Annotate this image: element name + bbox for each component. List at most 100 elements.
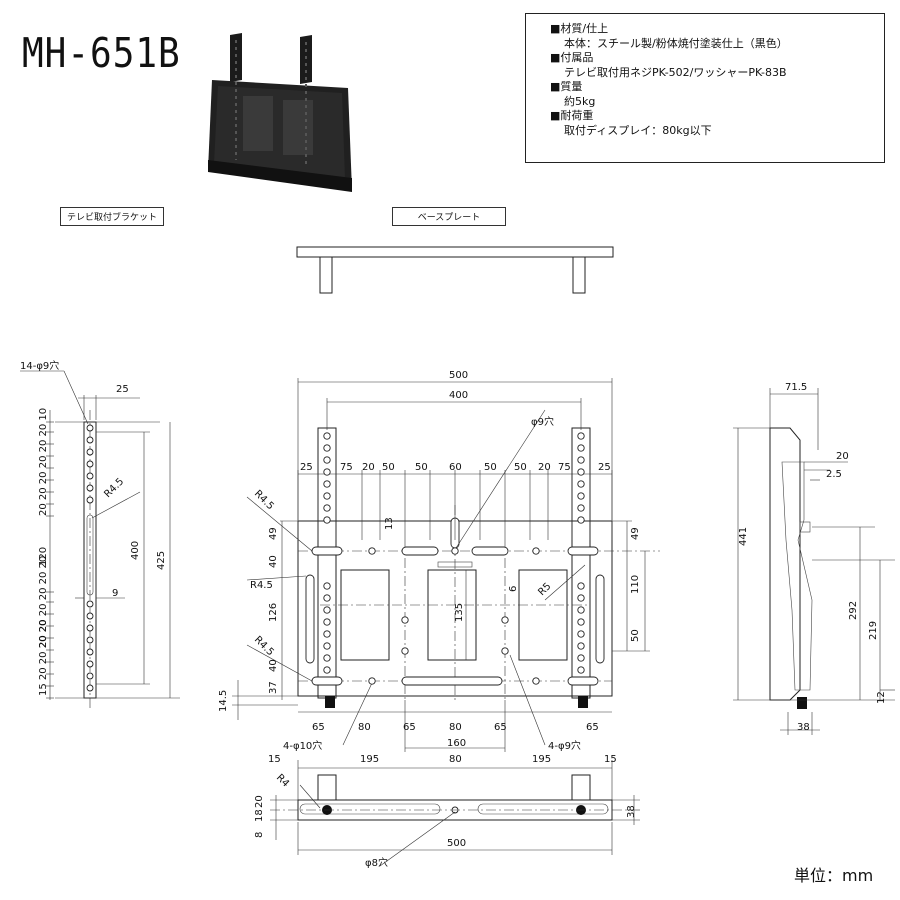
model-title: MH-651B [22, 30, 181, 78]
dim-text: 20 20 20 20 20 20 10 [38, 408, 49, 516]
mount-hole [86, 660, 94, 668]
mount-hole [501, 647, 509, 655]
dim-text: 20 [254, 795, 265, 808]
mount-hole [501, 616, 509, 624]
mount-hole [368, 677, 376, 685]
mount-hole [323, 582, 331, 590]
mount-hole [323, 654, 331, 662]
dim-text: 400 [130, 541, 141, 560]
unit-label: 単位：mm [794, 866, 874, 885]
front-mount-holes [368, 547, 540, 685]
dim-text: 25 [116, 384, 129, 395]
bracket-profile-view [20, 370, 180, 708]
dimension-labels: 14-φ9穴 25 R4.5 9 400 425 120 20 20 20 20… [20, 359, 887, 869]
dim-text: 20 [836, 451, 849, 462]
dim-text: 65 [403, 722, 416, 733]
mount-hole [532, 677, 540, 685]
dim-text: 80 [358, 722, 371, 733]
mount-hole [86, 648, 94, 656]
dim-text: 160 [447, 738, 466, 749]
mount-hole [323, 516, 331, 524]
dim-text: 80 [449, 754, 462, 765]
mount-hole [323, 468, 331, 476]
dim-text: 25 [300, 462, 313, 473]
dim-text: 50 [514, 462, 527, 473]
mount-hole [577, 504, 585, 512]
side-view [733, 388, 895, 735]
mount-hole [86, 600, 94, 608]
dim-text: 49 [630, 527, 641, 540]
dim-text: 8 [254, 832, 265, 838]
mount-hole [401, 616, 409, 624]
mount-hole [323, 642, 331, 650]
dim-text: φ8穴 [365, 856, 388, 869]
mount-hole [577, 654, 585, 662]
mount-hole [577, 516, 585, 524]
spec-line: 約5kg [564, 94, 596, 108]
dim-text: R4.5 [252, 488, 276, 512]
dim-text: 120 [38, 547, 49, 566]
dim-text: 65 [494, 722, 507, 733]
dim-text: 110 [630, 575, 641, 594]
mount-hole [86, 624, 94, 632]
mount-hole [577, 582, 585, 590]
mount-hole [86, 436, 94, 444]
mount-hole [323, 606, 331, 614]
mount-hole [86, 448, 94, 456]
mount-hole [86, 484, 94, 492]
dim-text: R4.5 [102, 476, 126, 500]
dim-text: 2.5 [826, 469, 842, 480]
dim-text: 500 [449, 370, 468, 381]
mount-hole [86, 636, 94, 644]
profile-hole-column [86, 424, 94, 692]
mount-hole [86, 460, 94, 468]
dim-text: 500 [447, 838, 466, 849]
dim-text: 18 [254, 809, 265, 822]
dim-text: 75 [558, 462, 571, 473]
profile-dim-ticks [46, 421, 54, 699]
mount-hole [577, 594, 585, 602]
mount-hole [323, 666, 331, 674]
base-plate-view [296, 246, 614, 294]
dim-text: 40 [268, 555, 279, 568]
dim-text: 65 [312, 722, 325, 733]
dim-text: R4.5 [250, 580, 273, 591]
dim-text: 20 [362, 462, 375, 473]
mount-hole [323, 594, 331, 602]
dim-text: 425 [156, 551, 167, 570]
dim-text: 4-φ10穴 [283, 739, 322, 752]
dim-text: 12 [876, 691, 887, 704]
dim-text: 38 [797, 722, 810, 733]
dim-text: 37 [268, 681, 279, 694]
mount-hole [532, 547, 540, 555]
front-view [232, 378, 660, 752]
spec-line: 本体：スチール製/粉体焼付塗装仕上（黒色） [564, 36, 788, 50]
dim-text: 80 [449, 722, 462, 733]
dim-text: 71.5 [785, 382, 807, 393]
mount-hole [86, 424, 94, 432]
spec-line: ■材質/仕上 [550, 22, 609, 35]
mount-hole [577, 666, 585, 674]
front-dim-ticks [297, 470, 613, 540]
dim-text: 50 [382, 462, 395, 473]
mount-hole [323, 480, 331, 488]
mount-hole [323, 432, 331, 440]
spec-line: 取付ディスプレイ：80kg以下 [564, 123, 712, 137]
mount-hole [577, 642, 585, 650]
mount-hole [577, 492, 585, 500]
product-photo [208, 33, 352, 192]
dim-text: 441 [738, 527, 749, 546]
mount-hole [86, 672, 94, 680]
dim-text: φ9穴 [531, 415, 554, 428]
mount-hole [86, 612, 94, 620]
dim-text: 4-φ9穴 [548, 739, 581, 752]
dim-text: R4 [274, 772, 291, 789]
mount-hole [86, 684, 94, 692]
dim-text: 195 [532, 754, 551, 765]
spec-line: ■耐荷重 [550, 109, 594, 122]
mount-hole [368, 547, 376, 555]
dim-text: 65 [586, 722, 599, 733]
dim-text: 14.5 [218, 690, 229, 712]
mount-hole [577, 618, 585, 626]
